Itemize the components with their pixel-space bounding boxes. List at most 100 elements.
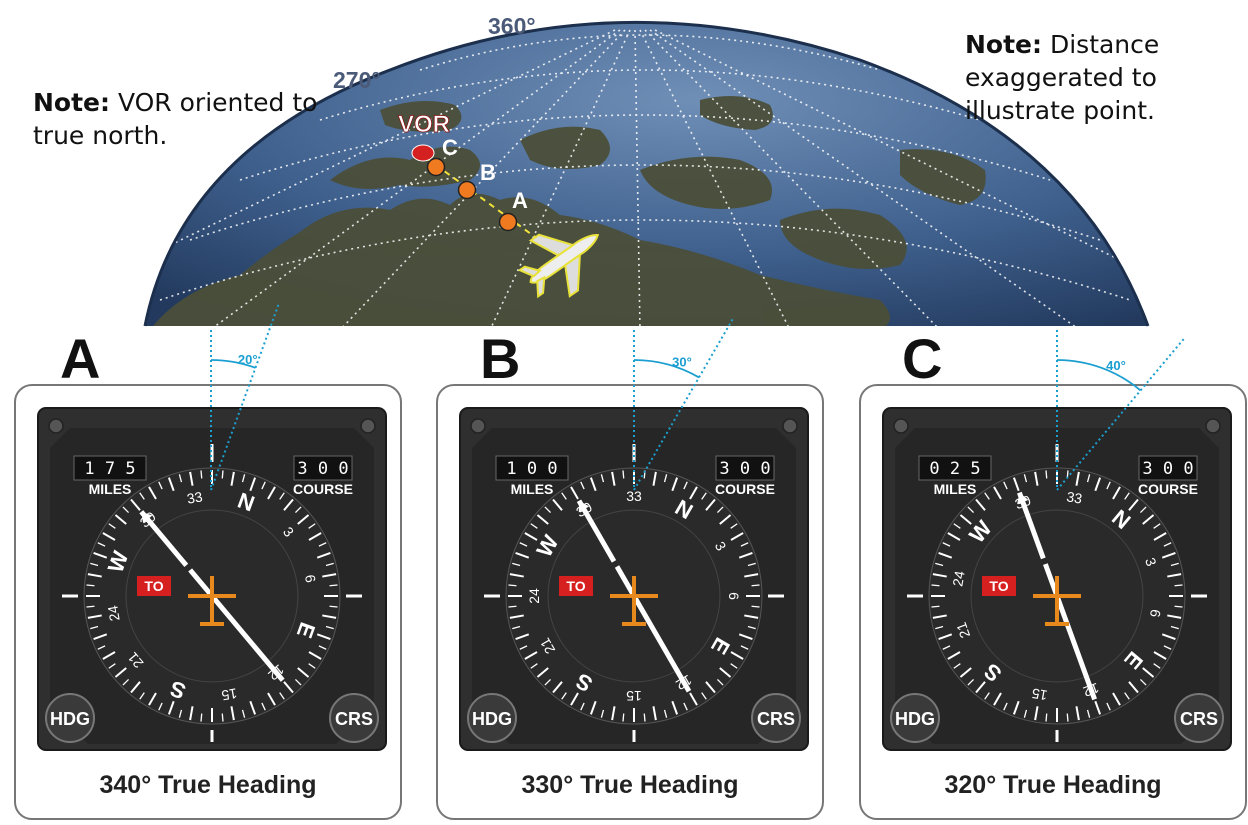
compass-tick [530, 663, 538, 669]
inner-ring [547, 509, 721, 683]
compass-tick [993, 692, 1002, 706]
compass-tick [751, 584, 760, 587]
to-flag [559, 576, 593, 596]
compass-tick [325, 625, 334, 630]
compass-tick [200, 713, 203, 722]
compass-label: 15 [1030, 685, 1048, 703]
compass-tick [959, 667, 972, 678]
compass-tick [189, 471, 194, 486]
compass-tick [536, 667, 549, 678]
distance-readout: 1 0 0 [506, 459, 557, 479]
to-flag-label: TO [566, 578, 585, 594]
hdg-knob [45, 693, 95, 743]
compass-label: 6 [1147, 608, 1164, 619]
compass-tick [947, 532, 961, 541]
course-arrow-head [578, 500, 590, 513]
compass-tick [740, 542, 749, 547]
distance-readout: 0 2 5 [929, 459, 980, 479]
compass-tick [570, 486, 579, 500]
distance-readout: 1 7 5 [84, 459, 135, 479]
compass-tick [942, 645, 951, 650]
compass-label: 24 [104, 604, 122, 622]
point-c-label: C [442, 135, 458, 160]
compass-tick [189, 706, 194, 721]
course-readout: 3 0 0 [719, 459, 770, 479]
heading-caption-b: 330° True Heading [521, 771, 739, 799]
compass-tick [1167, 573, 1182, 578]
compass-tick [701, 492, 707, 500]
compass-tick [1124, 492, 1130, 500]
crs-knob-label: CRS [757, 709, 795, 729]
distance-window [495, 455, 569, 481]
compass-tick [283, 681, 294, 694]
compass-tick [730, 651, 744, 660]
compass-label: 33 [626, 488, 642, 504]
course-arrow-head [1017, 492, 1029, 505]
course-unit-label: COURSE [715, 481, 775, 497]
compass-tick [1153, 523, 1161, 529]
compass-tick [1075, 706, 1080, 721]
landmass [150, 96, 986, 327]
point-a-label: A [512, 188, 528, 213]
compass-tick [719, 667, 732, 678]
compass-tick [536, 514, 549, 525]
compass-tick [294, 678, 302, 686]
compass-tick [622, 713, 625, 722]
angle-label: 40° [1106, 358, 1126, 373]
compass-tick [308, 532, 322, 541]
compass-tick [580, 702, 585, 711]
crs-knob [1174, 693, 1224, 743]
compass-tick [984, 692, 990, 700]
compass-tick [130, 498, 141, 511]
compass-tick [552, 681, 563, 694]
compass-tick [1174, 584, 1183, 587]
compass-tick [967, 678, 975, 686]
compass-tick [322, 573, 337, 578]
compass-tick [178, 474, 183, 483]
compass-tick [1161, 551, 1176, 559]
compass-tick [178, 709, 183, 718]
course-unit-label: COURSE [1138, 481, 1198, 497]
compass-tick [1128, 498, 1139, 511]
to-flag [137, 576, 171, 596]
globe-edge [143, 20, 1150, 327]
screw-icon [893, 418, 909, 434]
compass-tick [589, 477, 597, 492]
angle-arc [633, 359, 700, 379]
compass-tick [1086, 709, 1091, 718]
compass-tick [519, 645, 528, 650]
compass-label: 24 [526, 588, 542, 604]
compass-tick [589, 700, 597, 715]
point-b-label: B [480, 160, 496, 185]
compass-tick [524, 651, 538, 660]
compass-tick [158, 702, 163, 711]
compass-tick [1045, 470, 1048, 479]
vor-station [411, 144, 435, 162]
compass-tick [738, 551, 753, 559]
vor-label: VOR [398, 111, 450, 138]
compass-tick [279, 692, 285, 700]
heading-caption-a: 340° True Heading [99, 771, 317, 799]
compass-tick [942, 542, 951, 547]
compass-tick [953, 663, 961, 669]
compass-tick [102, 532, 116, 541]
compass-tick [932, 614, 947, 619]
compass-tick [935, 625, 944, 630]
compass-tick [1023, 709, 1028, 718]
screw-icon [1205, 418, 1221, 434]
compass-tick [86, 584, 95, 587]
compass-tick [241, 709, 246, 718]
compass-label: 24 [949, 569, 967, 587]
compass-label: 33 [1065, 488, 1083, 506]
compass-label: 33 [186, 488, 204, 506]
distance-unit-label: MILES [934, 481, 977, 497]
compass-tick [1153, 651, 1167, 660]
compass-tick [279, 492, 285, 500]
compass-tick [530, 523, 538, 529]
angle-label: 30° [672, 354, 692, 369]
compass-tick [1167, 614, 1182, 619]
compass-tick [622, 470, 625, 479]
compass-tick [600, 709, 605, 718]
